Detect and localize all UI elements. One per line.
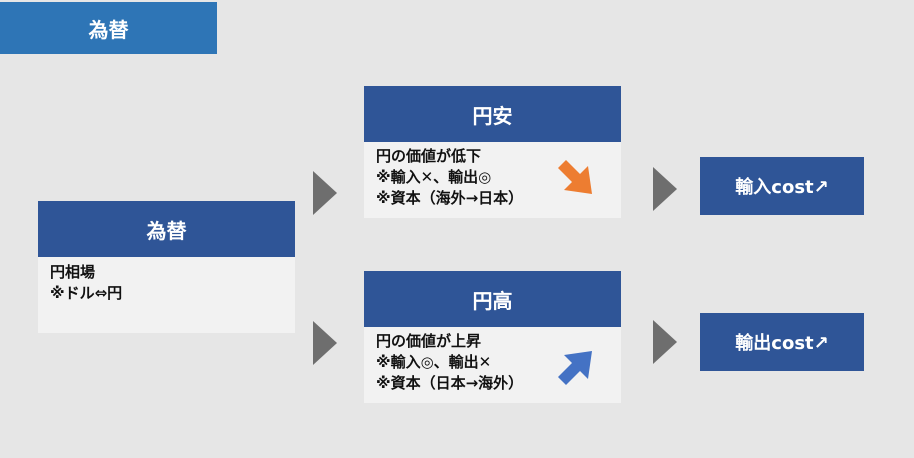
exchange-card-header: 為替 <box>38 201 295 257</box>
yen-strong-card: 円高 円の価値が上昇 ※輸入◎、輸出✕ ※資本（日本→海外） <box>364 271 621 403</box>
exchange-card-body: 円相場 ※ドル⇔円 <box>38 257 295 308</box>
yen-weak-line: ※資本（海外→日本） <box>376 189 524 207</box>
yen-strong-header: 円高 <box>364 271 621 327</box>
exchange-card-line: ※ドル⇔円 <box>50 284 123 302</box>
yen-weak-body: 円の価値が低下 ※輸入✕、輸出◎ ※資本（海外→日本） <box>364 142 621 213</box>
export-cost-box: 輸出cost↗ <box>700 313 864 371</box>
import-cost-box: 輸入cost↗ <box>700 157 864 215</box>
exchange-card-line: 円相場 <box>50 263 96 281</box>
yen-strong-line: ※輸入◎、輸出✕ <box>376 353 492 371</box>
yen-strong-line: ※資本（日本→海外） <box>376 374 524 392</box>
connector-arrow-to-export <box>653 320 677 364</box>
exchange-card: 為替 円相場 ※ドル⇔円 <box>38 201 295 333</box>
connector-arrow-to-strong <box>313 321 337 365</box>
yen-strong-body: 円の価値が上昇 ※輸入◎、輸出✕ ※資本（日本→海外） <box>364 327 621 398</box>
yen-weak-line: ※輸入✕、輸出◎ <box>376 168 492 186</box>
yen-weak-card: 円安 円の価値が低下 ※輸入✕、輸出◎ ※資本（海外→日本） <box>364 86 621 218</box>
down-right-arrow-icon <box>558 160 592 194</box>
yen-strong-line: 円の価値が上昇 <box>376 332 482 350</box>
connector-arrow-to-import <box>653 167 677 211</box>
yen-weak-header: 円安 <box>364 86 621 142</box>
connector-arrow-to-weak <box>313 171 337 215</box>
page-title: 為替 <box>0 2 217 54</box>
yen-weak-line: 円の価値が低下 <box>376 147 482 165</box>
up-right-arrow-icon <box>558 351 592 385</box>
